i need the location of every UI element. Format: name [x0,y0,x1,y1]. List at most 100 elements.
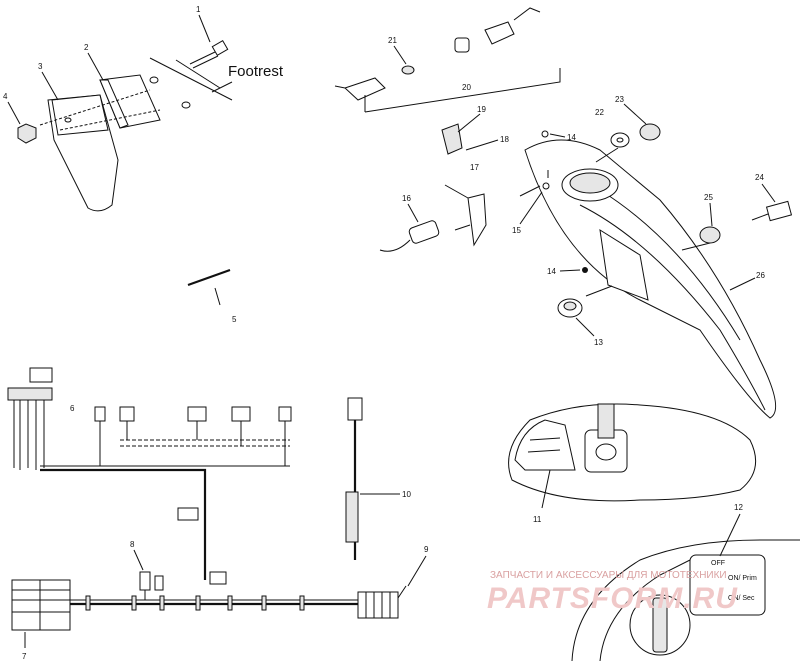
connector [177,507,199,521]
connector [278,406,292,422]
connector [154,575,164,591]
footrest-edge-line [175,59,221,89]
main-harness-trunk [40,468,207,480]
harness-line [120,439,290,447]
spring-15 [542,182,550,190]
footrest-assembly: Footrest [17,39,284,306]
connector-pins [365,592,391,618]
screw-14-top [541,130,549,138]
bracket-19 [441,123,463,155]
leader-18 [465,139,499,151]
dash-outline [571,539,800,661]
switch-plate [689,554,766,616]
harness-clip [227,595,233,611]
leader-26 [729,277,756,291]
footrest-leader [211,81,233,93]
harness-clip [261,595,267,611]
watermark-brand: PARTSFORM.RU [487,582,738,615]
strap-leader [214,287,221,306]
part-num-21: 21 [388,36,397,45]
harness-wires [13,400,45,470]
part-num-7: 7 [22,652,27,661]
switch-body [344,77,386,101]
part-num-1: 1 [196,5,201,14]
connector [119,406,135,422]
part-num-4: 4 [3,92,8,101]
switch-knob [595,443,617,461]
harness-clip [159,595,165,611]
leader-24 [761,183,776,203]
washer [64,117,72,123]
bracket-20 [364,68,561,113]
lever-17 [467,193,487,247]
part-num-17: 17 [470,163,479,172]
connector [347,397,363,421]
leader-2 [87,52,104,81]
grommet [454,37,470,53]
switch-16 [408,220,440,244]
leader-19 [457,113,481,133]
leader-14a [549,133,566,138]
leader-1 [198,14,211,43]
panel-outline [508,403,757,502]
part-num-14b: 14 [547,267,556,276]
switch-off-label: OFF [711,560,725,567]
leader-25 [681,242,711,251]
throttle-pad [514,419,576,471]
switch-nut-21 [401,65,415,75]
switch-lever [597,403,615,439]
connector [187,406,207,422]
footrest-edge-line [149,57,233,101]
leader-12 [719,513,741,557]
pin [444,184,469,199]
washer [181,101,191,109]
panel-detail-11 [508,403,757,509]
part-num-11: 11 [533,515,542,524]
bolt-head [211,39,229,57]
leader-16b [407,203,419,223]
leader-23 [623,103,647,125]
connector-8 [139,571,151,591]
part-num-20: 20 [462,83,471,92]
leader-15b [519,191,543,225]
switch-13-face [563,301,577,311]
strap [187,268,231,287]
ignition-detail-12: OFF ON/ Prim ON/ Sec [571,513,800,661]
key-blade [751,213,769,221]
part-num-15: 15 [512,226,521,235]
switch-sec-label: ON/ Sec [728,595,755,602]
part-num-22: 22 [595,108,604,117]
part-num-14a: 14 [567,133,576,142]
watermark-tagline: ЗАПЧАСТИ И АКСЕССУАРЫ ДЛЯ МОТОТЕХНИКИ [490,570,727,581]
part-num-3: 3 [38,62,43,71]
assembly-guide [39,89,161,131]
leader-13 [585,285,613,297]
harness-drop [99,421,286,466]
leader-4 [7,101,21,125]
footrest-label: Footrest [228,63,284,80]
leader-8 [133,549,144,571]
harness-clip [131,595,137,611]
key-24 [765,200,793,222]
leader-22 [595,147,619,163]
part-num-2: 2 [84,43,89,52]
nut [17,123,37,144]
part-num-25: 25 [704,193,713,202]
screw-14 [582,267,588,273]
dash-inner [599,559,691,661]
washer-22-hole [616,137,624,143]
connector-block-9 [357,591,399,619]
wrap-10 [345,491,359,543]
grommet-23 [639,123,661,141]
part-num-24: 24 [755,173,764,182]
switch-16-wire [379,239,411,252]
part-num-6: 6 [70,404,75,413]
part-num-18: 18 [500,135,509,144]
harness-clip [85,595,91,611]
connector-block-lines [12,580,70,630]
harness-clip [299,595,305,611]
switch-sensor [484,21,515,45]
switch-prim-label: ON/ Prim [728,575,757,582]
console-edge [599,189,741,341]
